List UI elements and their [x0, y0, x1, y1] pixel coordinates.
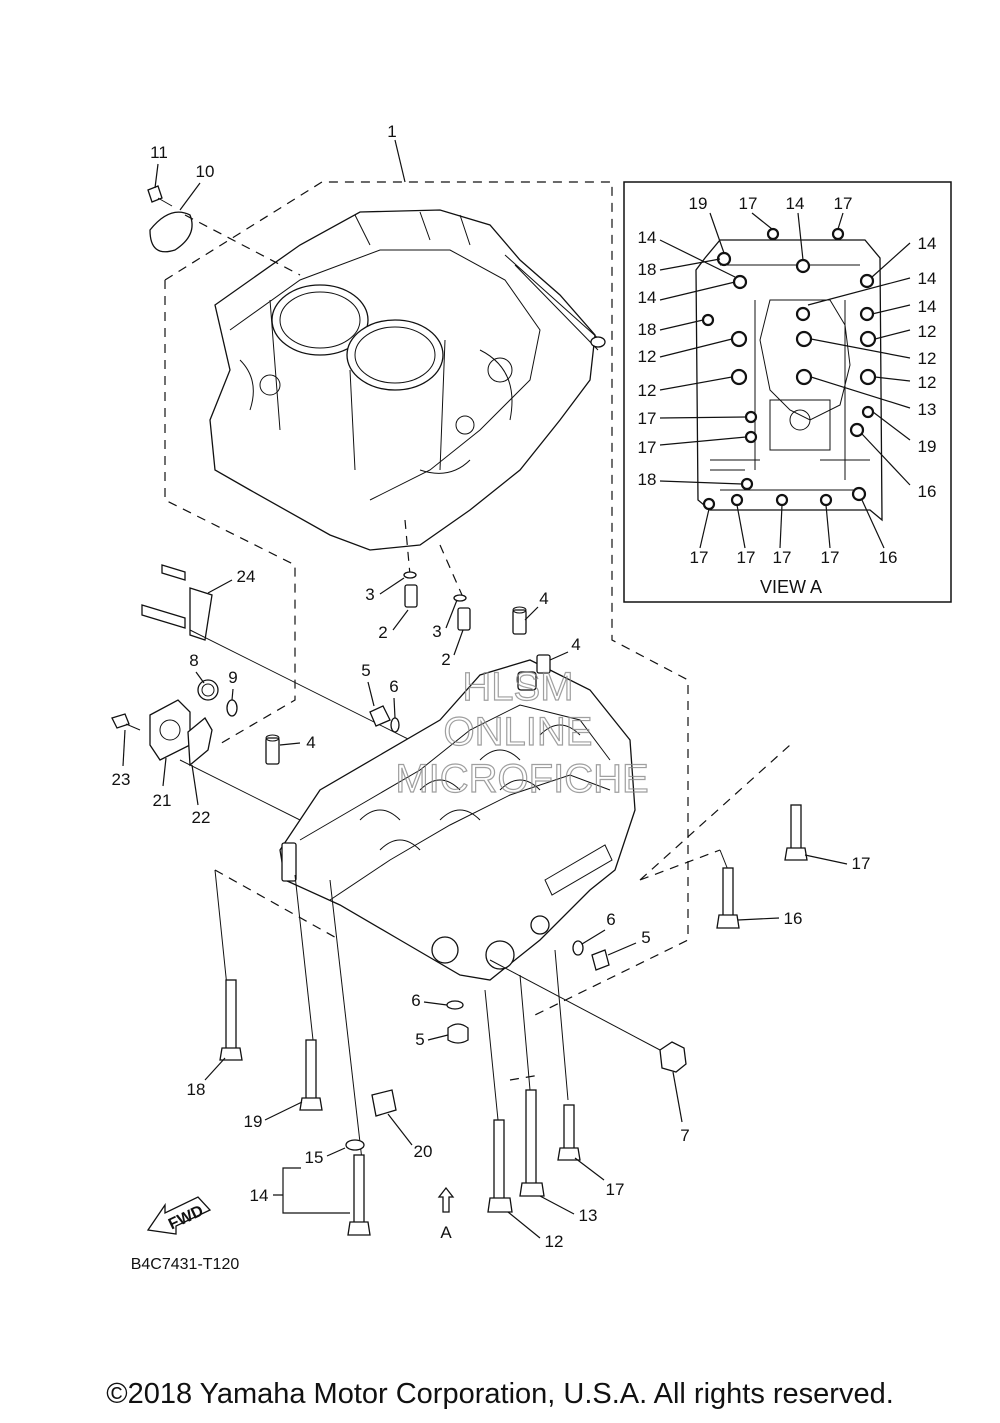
view-a-callout-16-r: 16 [918, 482, 937, 501]
view-a-callout-17-l1: 17 [638, 409, 657, 428]
view-a-callout-17-top-b: 17 [834, 194, 853, 213]
view-a-callout-18-l1: 18 [638, 260, 657, 279]
callout-21: 21 [153, 791, 172, 810]
callout-7: 7 [680, 1126, 689, 1145]
watermark-line-2: ONLINE [444, 710, 593, 754]
callout-16: 16 [784, 909, 803, 928]
plugs-5-6 [369, 705, 610, 1044]
callout-13: 13 [579, 1206, 598, 1225]
view-a-leaders [659, 212, 911, 549]
bracket-24 [141, 564, 431, 751]
callout-3a: 3 [365, 585, 374, 604]
callout-6a: 6 [389, 677, 398, 696]
callout-17a: 17 [852, 854, 871, 873]
view-a-callout-19-top: 19 [689, 194, 708, 213]
callout-6c: 6 [411, 991, 420, 1010]
view-a-callout-19-r: 19 [918, 437, 937, 456]
dowels-4 [265, 606, 551, 765]
plug-7 [489, 959, 687, 1073]
callout-6b: 6 [606, 910, 615, 929]
view-a-inset: 19 17 14 17 14 18 14 18 12 12 17 17 18 1… [623, 181, 952, 603]
view-a-callout-12-r2: 12 [918, 349, 937, 368]
callout-2b: 2 [441, 650, 450, 669]
view-a-callout-12-l2: 12 [638, 381, 657, 400]
lower-crankcase-drawing [279, 659, 636, 981]
callout-22: 22 [192, 808, 211, 827]
callout-19: 19 [244, 1112, 263, 1131]
callout-18: 18 [187, 1080, 206, 1099]
watermark-line-3: MICROFICHE [395, 757, 648, 801]
view-a-callout-17-top-a: 17 [739, 194, 758, 213]
view-a-callout-14-l2: 14 [638, 288, 657, 307]
view-a-arrow: A [437, 1186, 455, 1242]
view-a-callout-18-l3: 18 [638, 470, 657, 489]
view-a-callout-17-l2: 17 [638, 438, 657, 457]
view-a-callout-14-r2: 14 [918, 269, 937, 288]
view-a-callout-16-b: 16 [879, 548, 898, 567]
callout-14: 14 [250, 1186, 269, 1205]
callout-23: 23 [112, 770, 131, 789]
callout-8: 8 [189, 651, 198, 670]
callout-3b: 3 [432, 622, 441, 641]
view-a-callout-12-r3: 12 [918, 373, 937, 392]
view-a-labels: 19 17 14 17 14 18 14 18 12 12 17 17 18 1… [638, 194, 937, 597]
callout-5b: 5 [641, 928, 650, 947]
view-a-callout-13: 13 [918, 400, 937, 419]
bolt-and-gasket-11-10 [147, 185, 301, 276]
callout-2a: 2 [378, 623, 387, 642]
drawing-code: B4C7431-T120 [131, 1256, 240, 1273]
view-a-callout-14-r3: 14 [918, 297, 937, 316]
upper-crankcase-drawing [164, 181, 689, 1016]
view-a-callout-14-r1: 14 [918, 234, 937, 253]
watermark-line-1: HLSM [462, 665, 573, 709]
copyright-notice: ©2018 Yamaha Motor Corporation, U.S.A. A… [106, 1378, 894, 1410]
callouts-main: 1 11 10 3 2 3 2 4 4 4 5 6 6 5 6 5 7 8 [112, 122, 871, 1251]
view-a-callout-17-b4: 17 [821, 548, 840, 567]
callout-1: 1 [387, 122, 396, 141]
view-a-callout-12-r1: 12 [918, 322, 937, 341]
view-a-tag: A [440, 1223, 452, 1242]
view-a-callout-17-b1: 17 [690, 548, 709, 567]
view-a-callout-17-b3: 17 [773, 548, 792, 567]
callout-12: 12 [545, 1232, 564, 1251]
callout-4a: 4 [539, 589, 548, 608]
callout-20: 20 [414, 1142, 433, 1161]
view-a-callout-14-top: 14 [786, 194, 805, 213]
callout-5a: 5 [361, 661, 370, 680]
callout-15: 15 [305, 1148, 324, 1167]
dowels-2-3 [403, 519, 471, 631]
view-a-title: VIEW A [760, 577, 822, 597]
watermark: HLSM ONLINE MICROFICHE [395, 664, 650, 801]
callout-9: 9 [228, 668, 237, 687]
callout-10: 10 [196, 162, 215, 181]
view-a-callout-14-l1: 14 [638, 228, 657, 247]
callout-17b: 17 [606, 1180, 625, 1199]
callout-24: 24 [237, 567, 256, 586]
view-a-callout-12-l1: 12 [638, 347, 657, 366]
fwd-arrow: FWD [146, 1196, 212, 1235]
view-a-callout-17-b2: 17 [737, 548, 756, 567]
callout-5c: 5 [415, 1030, 424, 1049]
crankcase-bolts [214, 744, 808, 1236]
view-a-callout-18-l2: 18 [638, 320, 657, 339]
callout-11: 11 [150, 143, 168, 162]
callout-4b: 4 [571, 635, 580, 654]
left-cover-parts [111, 679, 321, 831]
callout-4c: 4 [306, 733, 315, 752]
